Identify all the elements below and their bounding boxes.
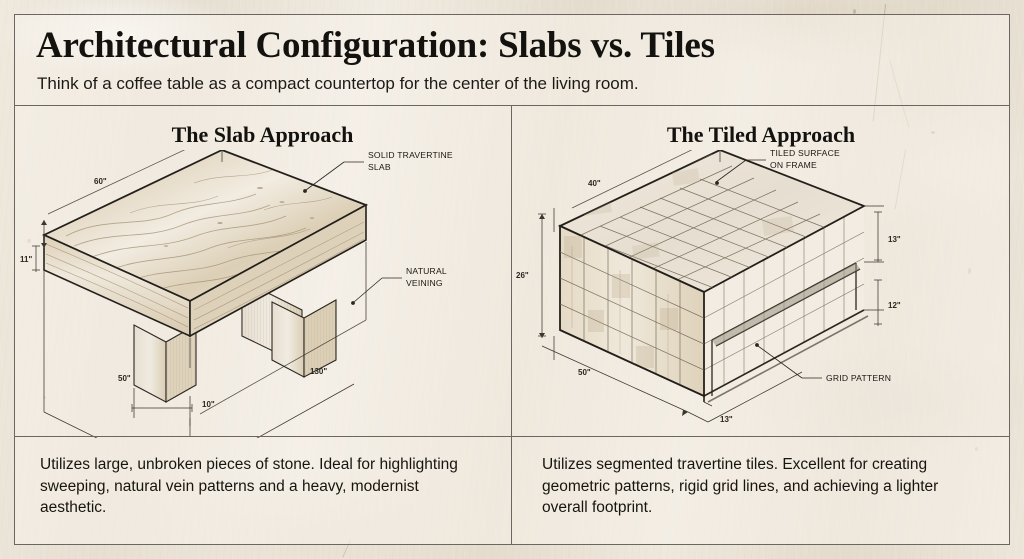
panel-divider-tiled	[512, 436, 1010, 438]
dim-12-lower: 12"	[888, 301, 901, 310]
ann-natural-veining-line2: VEINING	[406, 278, 443, 288]
ann-solid-travertine-line1: SOLID TRAVERTINE	[368, 150, 453, 160]
slab-dimension-arrows	[41, 220, 47, 248]
dim-11: 11"	[20, 255, 32, 264]
header: Architectural Configuration: Slabs vs. T…	[14, 14, 1010, 106]
tiled-left-side	[559, 224, 705, 398]
slab-dimension-lines	[32, 150, 367, 438]
slab-left-leg	[133, 324, 197, 403]
grid-pattern-annotation-dot	[755, 343, 759, 347]
ann-solid-travertine-line2: SLAB	[368, 162, 391, 172]
tiled-open-face	[703, 206, 869, 403]
dim-40: 40"	[588, 179, 601, 188]
panel-divider-slab	[14, 436, 511, 438]
ann-tiled-surface-line1: TILED SURFACE	[770, 150, 840, 158]
ann-tiled-surface-line2: ON FRAME	[770, 160, 817, 170]
slab-annotation-leaders	[305, 161, 402, 303]
dim-130: 130"	[310, 367, 327, 376]
panel-slab: The Slab Approach	[14, 106, 512, 545]
dim-10: 10"	[202, 400, 215, 409]
tiled-dimension-arrows	[539, 214, 688, 416]
dim-60: 60"	[94, 177, 107, 186]
ann-grid-pattern: GRID PATTERN	[826, 373, 891, 383]
dim-13-upper: 13"	[888, 235, 901, 244]
page-title: Architectural Configuration: Slabs vs. T…	[36, 25, 715, 66]
dim-26: 26"	[516, 271, 529, 280]
slab-top-surface	[41, 150, 369, 303]
slab-annotation-dot	[303, 189, 307, 193]
dim-50-depth: 50"	[578, 368, 591, 377]
panels-container: The Slab Approach	[14, 106, 1010, 545]
dim-50: 50"	[118, 374, 131, 383]
tiled-surface-annotation-dot	[715, 181, 719, 185]
tiled-annotation-leaders	[715, 159, 822, 379]
dim-13-base: 13"	[720, 415, 733, 424]
tiled-dimension-lines	[538, 150, 884, 423]
slab-table-illustration: 60" 11" 50" 10" 130" SOLID TRAVERTINE	[14, 150, 512, 438]
veining-annotation-dot	[351, 301, 355, 305]
panel-tiled: The Tiled Approach	[512, 106, 1010, 545]
page-subtitle: Think of a coffee table as a compact cou…	[37, 74, 639, 93]
caption-slab: Utilizes large, unbroken pieces of stone…	[40, 456, 458, 516]
tiled-table-illustration: 40" 26" 13" 12" 50" 13" TILED S	[512, 150, 1010, 438]
panel-title-slab: The Slab Approach	[171, 122, 354, 147]
slab-right-leg	[271, 299, 337, 378]
slab-right-edge	[189, 203, 367, 338]
ann-natural-veining-line1: NATURAL	[406, 266, 447, 276]
caption-tiled: Utilizes segmented travertine tiles. Exc…	[542, 456, 939, 516]
stone-speck	[853, 9, 856, 14]
tiled-bottom-edge	[559, 329, 705, 402]
panel-title-tiled: The Tiled Approach	[666, 122, 856, 147]
